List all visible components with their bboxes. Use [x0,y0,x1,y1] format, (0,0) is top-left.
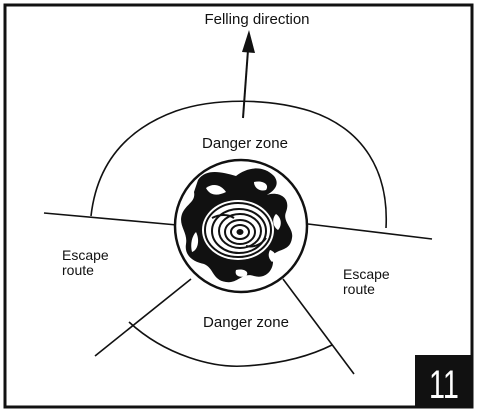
figure-number-badge: 11 [415,355,473,408]
escape-route-left-line2: route [62,262,94,278]
figure-number-label: 11 [429,362,459,407]
escape-route-right-line1: Escape [343,266,390,282]
escape-route-right-line2: route [343,281,375,297]
danger-zone-top-label: Danger zone [202,135,288,152]
escape-route-left-line1: Escape [62,247,109,263]
tree-stump-icon [175,160,307,292]
danger-zone-bottom-label: Danger zone [203,314,289,331]
felling-direction-label: Felling direction [204,11,309,28]
